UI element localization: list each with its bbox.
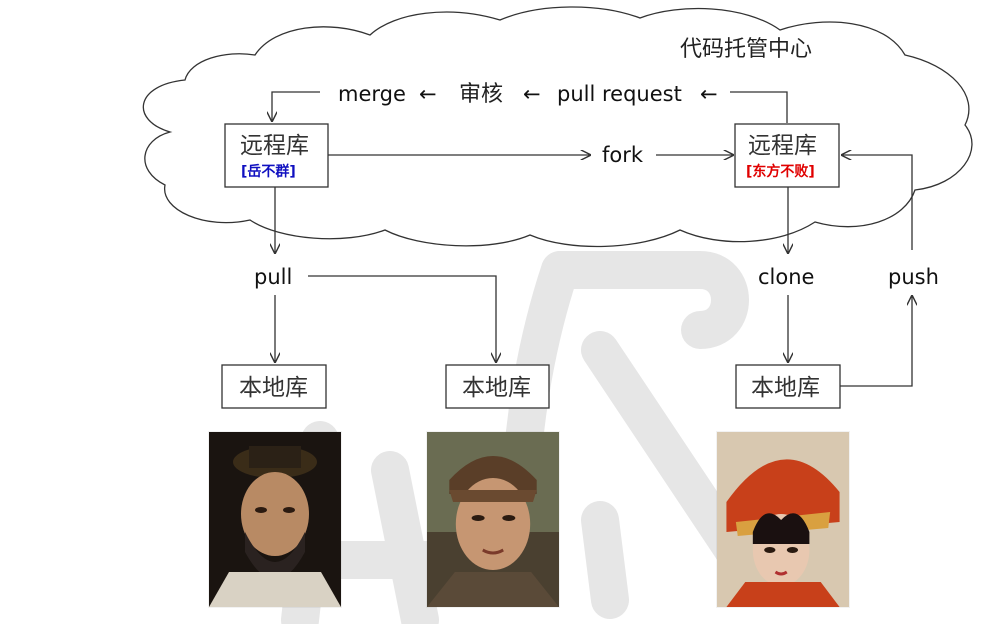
pull-label: pull	[254, 265, 292, 289]
local-repo-3: 本地库	[735, 364, 841, 409]
push-connector	[842, 155, 913, 250]
clone-label: clone	[758, 265, 814, 289]
push-connector-up	[840, 296, 912, 387]
cloud-title: 代码托管中心	[680, 37, 812, 62]
remote-repo-left-title: 远程库	[240, 133, 309, 159]
portrait-man-bearded	[209, 432, 341, 607]
remote-repo-right-title: 远程库	[748, 133, 817, 159]
portrait-young-man-icon	[427, 432, 559, 607]
local-repo-2-title: 本地库	[462, 375, 531, 401]
arrow-left-icon: ←	[419, 82, 437, 106]
local-repo-2: 本地库	[445, 364, 550, 409]
remote-repo-right: 远程库 [东方不败]	[734, 123, 840, 188]
merge-label: merge	[338, 82, 406, 106]
remote-repo-left: 远程库 [岳不群]	[224, 123, 329, 188]
pull-connector-branch	[308, 275, 496, 362]
pull-request-connector	[730, 91, 788, 123]
review-label: 审核	[459, 82, 503, 107]
remote-repo-right-owner: [东方不败]	[746, 163, 815, 180]
local-repo-1: 本地库	[221, 364, 327, 409]
portrait-woman-icon	[717, 432, 849, 607]
fork-label: fork	[602, 143, 644, 167]
arrow-left-icon: ←	[523, 82, 541, 106]
arrow-left-icon: ←	[700, 82, 718, 106]
remote-repo-left-owner: [岳不群]	[241, 163, 296, 180]
pull-request-label: pull request	[557, 82, 682, 106]
local-repo-1-title: 本地库	[239, 375, 308, 401]
local-repo-3-title: 本地库	[751, 375, 820, 401]
push-label: push	[888, 265, 939, 289]
portrait-woman	[717, 432, 849, 607]
portrait-young-man	[427, 432, 559, 607]
portrait-man-bearded-icon	[209, 432, 341, 607]
merge-connector	[272, 91, 320, 121]
